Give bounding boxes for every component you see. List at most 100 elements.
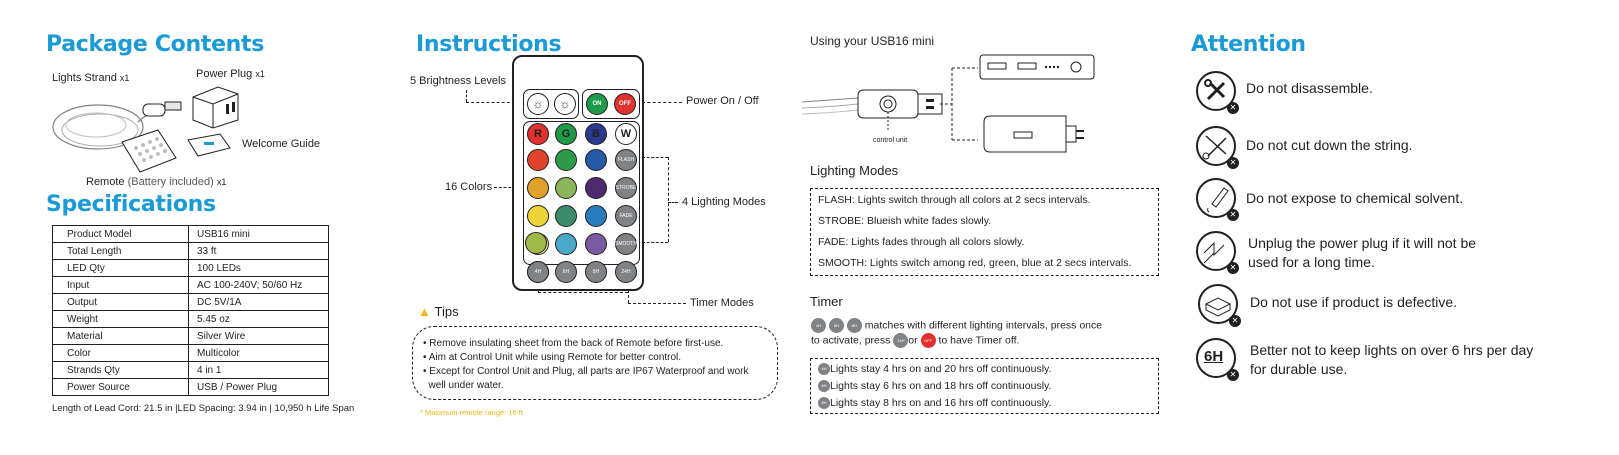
timer-24h-button[interactable]: 24H: [615, 261, 637, 283]
lighting-modes-label: 4 Lighting Modes: [682, 196, 766, 208]
timer-6h-mini-icon: 6H: [828, 318, 844, 333]
attention-item-1: Do not disassemble.: [1246, 80, 1373, 96]
tips-box: • Remove insulating sheet from the back …: [412, 326, 778, 400]
timer-8h-button[interactable]: 8H: [585, 261, 607, 283]
color-red-button[interactable]: R: [527, 123, 549, 145]
timer-6h-button[interactable]: 6H: [555, 261, 577, 283]
timer-4h-button[interactable]: 4H: [527, 261, 549, 283]
power-plug-illustration: [192, 86, 239, 129]
spec-value: Silver Wire: [188, 327, 329, 345]
spec-key: Strands Qty: [52, 361, 189, 379]
color-button[interactable]: [527, 149, 549, 171]
control-unit-label: control unit: [873, 137, 908, 144]
tip-line: • Except for Control Unit and Plug, all …: [423, 366, 749, 377]
color-blue-button[interactable]: B: [585, 123, 607, 145]
power-off-button[interactable]: OFF: [614, 93, 636, 115]
tip-line: • Aim at Control Unit while using Remote…: [423, 352, 682, 363]
spec-key: Color: [52, 344, 189, 362]
attention-title: Attention: [1191, 32, 1306, 57]
package-contents-title: Package Contents: [46, 32, 265, 57]
strobe-button[interactable]: STROBE: [615, 177, 637, 199]
spec-key: Weight: [52, 310, 189, 328]
remote-illustration: [121, 129, 177, 173]
timer-24h-mini-icon: 24H: [893, 333, 909, 348]
timer-desc-line1: 4H 6H 8H matches with different lighting…: [811, 318, 1102, 333]
spec-key: Power Source: [52, 378, 189, 396]
spec-key: Material: [52, 327, 189, 345]
lighting-modes-title: Lighting Modes: [810, 163, 899, 178]
specifications-footer: Length of Lead Cord: 21.5 in |LED Spacin…: [52, 403, 355, 414]
color-button[interactable]: [527, 205, 549, 227]
sixteen-colors-label: 16 Colors: [445, 181, 493, 193]
instructions-title: Instructions: [416, 32, 562, 57]
lighting-mode-smooth: SMOOTH: Lights switch among red, green, …: [818, 257, 1132, 269]
spec-key: LED Qty: [52, 259, 189, 277]
specifications-title: Specifications: [46, 192, 216, 217]
tips-footnote: * Maximum remote range: 16 ft: [420, 408, 523, 417]
spec-value: 5.45 oz: [188, 310, 329, 328]
attention-item-4: Unplug the power plug if it will not be …: [1248, 235, 1477, 270]
flash-button[interactable]: FLASH: [615, 149, 637, 171]
chemical-tube-icon: ✕: [1196, 178, 1239, 221]
color-button[interactable]: [555, 205, 577, 227]
attention-item-2: Do not cut down the string.: [1246, 137, 1413, 153]
spec-value: DC 5V/1A: [188, 293, 329, 311]
lights-strand-illustration: [52, 101, 182, 150]
color-button[interactable]: [527, 177, 549, 199]
lights-strand-label: Lights Strand x1: [52, 72, 130, 84]
brightness-levels-label: 5 Brightness Levels: [410, 75, 506, 87]
color-button[interactable]: [555, 149, 577, 171]
attention-item-5: Do not use if product is defective.: [1250, 294, 1457, 310]
color-button[interactable]: [585, 149, 607, 171]
defective-box-icon: ✕: [1198, 284, 1241, 327]
brightness-up-button[interactable]: ☼: [527, 93, 549, 115]
usb-title: Using your USB16 mini: [810, 34, 935, 48]
spec-key: Output: [52, 293, 189, 311]
color-button[interactable]: [555, 177, 577, 199]
spec-key: Total Length: [52, 242, 189, 260]
attention-item-3: Do not expose to chemical solvent.: [1246, 190, 1464, 206]
power-on-button[interactable]: ON: [586, 93, 608, 115]
welcome-guide-label: Welcome Guide: [242, 138, 321, 150]
tip-line: • Remove insulating sheet from the back …: [423, 338, 724, 349]
spec-value: 4 in 1: [188, 361, 329, 379]
scissors-icon: ✕: [1196, 126, 1239, 169]
timer-title: Timer: [810, 294, 843, 309]
spec-value: USB16 mini: [188, 225, 329, 243]
lighting-mode-strobe: STROBE: Blueish white fades slowly.: [818, 215, 992, 227]
spec-value: AC 100-240V; 50/60 Hz: [188, 276, 329, 294]
color-button[interactable]: [585, 177, 607, 199]
fade-button[interactable]: FADE: [615, 205, 637, 227]
remote-diagram: ☼ ☼ ON OFF R G B W FLASH STROBE FADE SMO…: [512, 55, 644, 291]
unplug-icon: ✕: [1196, 231, 1239, 274]
color-button[interactable]: [585, 233, 607, 255]
warning-icon: ▲: [418, 304, 431, 319]
remote-label: Remote (Battery included) x1: [86, 176, 227, 188]
color-button[interactable]: [525, 232, 547, 254]
tip-line: well under water.: [423, 380, 504, 391]
color-button[interactable]: [585, 205, 607, 227]
smooth-button[interactable]: SMOOTH: [615, 233, 637, 255]
color-green-button[interactable]: G: [555, 123, 577, 145]
lighting-mode-flash: FLASH: Lights switch through all colors …: [818, 194, 1091, 206]
color-white-button[interactable]: W: [615, 123, 637, 145]
spec-value: 100 LEDs: [188, 259, 329, 277]
spec-value: Multicolor: [188, 344, 329, 362]
color-button[interactable]: [555, 233, 577, 255]
brightness-down-button[interactable]: ☼: [554, 93, 576, 115]
spec-value: 33 ft: [188, 242, 329, 260]
timer-4h-mini-icon: 4H: [811, 318, 826, 333]
